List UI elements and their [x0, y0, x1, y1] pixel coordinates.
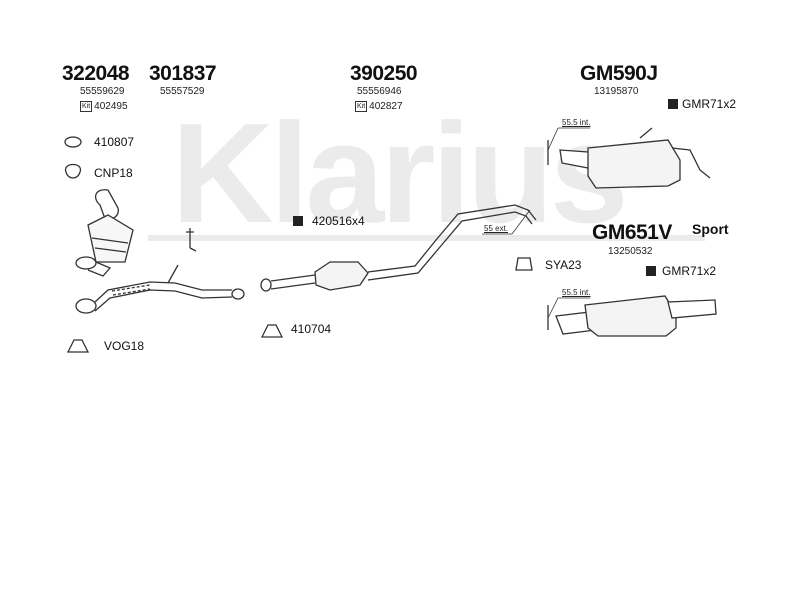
- bushing-icon-420516: [293, 216, 303, 226]
- oem-number: 55556946: [357, 86, 402, 97]
- kit-badge: Kit: [355, 101, 368, 112]
- fitting-vog18[interactable]: VOG18: [104, 339, 145, 353]
- lambda-sensor: [186, 228, 197, 252]
- bushing-icon-gmr-upper: [668, 99, 678, 109]
- hanger-icon: [515, 257, 533, 271]
- rear-silencer-sport[interactable]: [547, 295, 717, 337]
- part-number[interactable]: GM651V: [592, 221, 672, 244]
- flange-gasket-icon: [260, 324, 284, 338]
- kit-value: 402495: [94, 101, 128, 112]
- kit-badge: Kit: [80, 101, 93, 112]
- oem-number: 55559629: [80, 86, 125, 97]
- fitting-sya23[interactable]: SYA23: [545, 258, 582, 272]
- part-number[interactable]: 301837: [149, 62, 217, 85]
- rear-silencer-standard[interactable]: [547, 127, 711, 189]
- fitting-gmr71-lower[interactable]: GMR71x2: [662, 264, 717, 278]
- oem-number: 55557529: [160, 86, 205, 97]
- sport-label: Sport: [692, 221, 729, 237]
- dimension-label: 55 ext.: [484, 224, 509, 233]
- part-number[interactable]: 322048: [62, 62, 130, 85]
- oem-number: 13195870: [594, 86, 639, 97]
- kit-number[interactable]: Kit 402495: [80, 101, 128, 112]
- gasket-icon: [64, 136, 82, 148]
- dimension-label: 55.5 int.: [562, 288, 591, 297]
- kit-number[interactable]: Kit 402827: [355, 101, 403, 112]
- fitting-gmr71-upper[interactable]: GMR71x2: [682, 97, 737, 111]
- fitting-420516[interactable]: 420516x4: [312, 214, 365, 228]
- part-number[interactable]: 390250: [350, 62, 418, 85]
- fitting-410807[interactable]: 410807: [94, 135, 135, 149]
- front-catalyst[interactable]: [75, 189, 134, 277]
- clamp-icon: [64, 163, 82, 179]
- dimension-label: 55.5 int.: [562, 118, 591, 127]
- triangle-gasket-icon: [66, 339, 90, 353]
- part-number[interactable]: GM590J: [580, 62, 658, 85]
- fitting-410704[interactable]: 410704: [291, 322, 332, 336]
- kit-value: 402827: [369, 101, 403, 112]
- bushing-icon-gmr-lower: [646, 266, 656, 276]
- dim-leader-upper: [547, 127, 590, 151]
- dim-leader-ext: [482, 209, 531, 235]
- oem-number: 13250532: [608, 246, 653, 257]
- front-pipe[interactable]: [75, 264, 245, 314]
- fitting-cnp18[interactable]: CNP18: [94, 166, 133, 180]
- dim-leader-lower: [547, 297, 590, 319]
- watermark: Klarius: [171, 94, 624, 253]
